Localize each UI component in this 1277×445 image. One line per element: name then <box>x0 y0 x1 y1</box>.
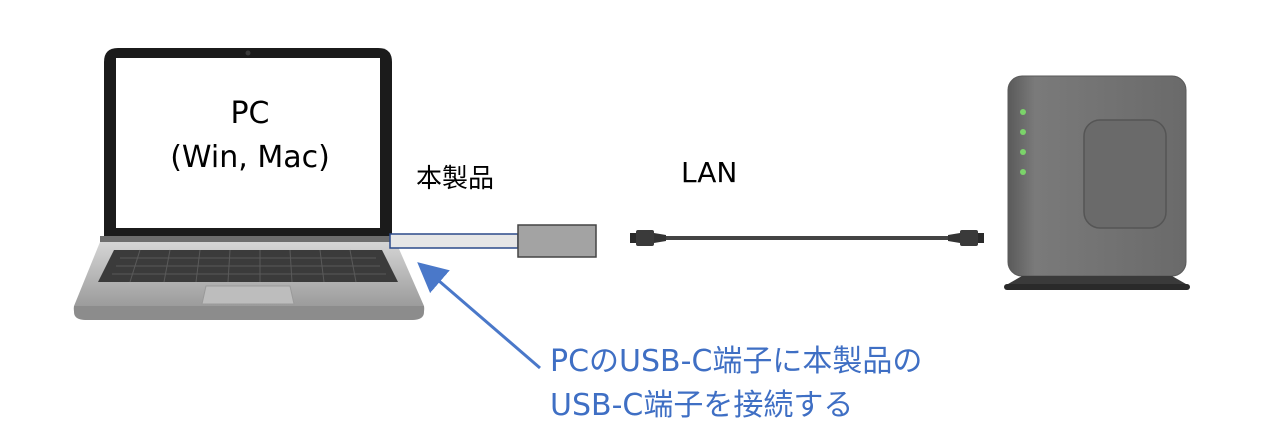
instruction-line2: USB-C端子を接続する <box>550 388 854 423</box>
pc-label: PC (Win, Mac) <box>140 92 360 180</box>
lan-cable-icon <box>630 230 984 246</box>
usb-c-cable <box>389 233 519 249</box>
lan-label: LAN <box>681 156 738 189</box>
pc-label-line2: (Win, Mac) <box>170 140 330 175</box>
instruction-text: PCのUSB-C端子に本製品の USB-C端子を接続する <box>550 340 922 428</box>
instruction-line1: PCのUSB-C端子に本製品の <box>550 344 923 379</box>
router-icon <box>1004 75 1190 290</box>
pc-label-line1: PC <box>230 96 270 131</box>
usb-adapter-icon <box>517 224 597 258</box>
product-label: 本製品 <box>416 164 495 194</box>
laptop-icon <box>73 48 425 320</box>
arrow-icon <box>417 262 541 370</box>
